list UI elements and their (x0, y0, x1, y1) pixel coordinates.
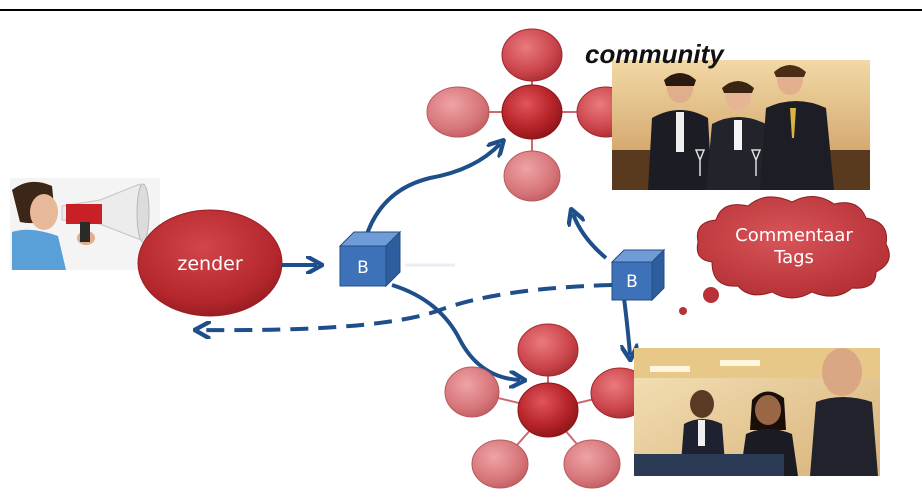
bubble-line-1: Commentaar (735, 225, 853, 246)
node-top-down (503, 150, 561, 202)
node-top-center (501, 84, 563, 140)
broadcast-box-b: B (610, 248, 666, 302)
box-a-label: B (357, 258, 369, 278)
community-network-bottom (444, 323, 650, 489)
men-group-photo (612, 60, 870, 190)
node-bottom-lower-left (471, 439, 529, 489)
thought-dot-small (679, 307, 687, 315)
arrow-box-to-top-cluster (363, 144, 500, 241)
bubble-line-2: Tags (773, 247, 814, 268)
node-bottom-up (517, 323, 579, 377)
node-bottom-left (444, 366, 500, 418)
sender-label: zender (177, 253, 242, 275)
community-title: community (585, 39, 725, 69)
box-b-label: B (626, 272, 638, 292)
node-top-up (501, 28, 563, 82)
dashed-feedback-arrow (200, 283, 613, 330)
broadcast-box-a: B (338, 230, 402, 288)
office-group-photo (634, 348, 880, 476)
comment-thought-bubble: Commentaar Tags (679, 196, 890, 315)
node-bottom-center (517, 382, 579, 438)
thought-dot-large (703, 287, 719, 303)
megaphone-person-photo (10, 178, 160, 270)
cloud-shape (696, 196, 890, 299)
node-top-left (426, 86, 490, 138)
arrow-box-b-to-bottom (624, 297, 630, 355)
community-network-top (426, 28, 636, 202)
arrow-box-b-to-top (573, 214, 608, 260)
node-bottom-lower-right (563, 439, 621, 489)
arrow-box-to-bottom-cluster (391, 283, 520, 380)
